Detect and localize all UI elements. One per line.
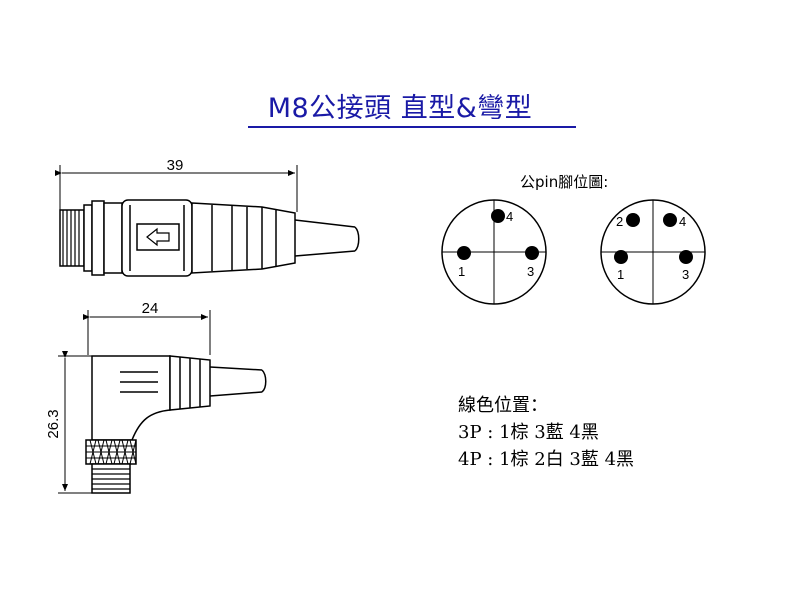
dimension-label-24: 24 [142,300,159,317]
pin-face-3p: 4 1 3 [441,199,547,305]
pin-4p-1 [614,250,628,264]
page-title: M8公接頭 直型&彎型 [267,93,533,124]
pin-3p-label-3: 3 [527,264,534,279]
pin-4p-4 [663,213,677,227]
dimension-label-39: 39 [167,157,184,174]
pin-4p-label-1: 1 [617,267,624,282]
pin-3p-3 [525,246,539,260]
pin-3p-1 [457,246,471,260]
pin-4p-label-3: 3 [682,267,689,282]
pin-3p-label-4: 4 [506,209,513,224]
wire-color-legend: 線色位置： 3P : 1棕 3藍 4黑 4P : 1棕 2白 3藍 4黑 [458,392,634,473]
pin-face-4p: 2 4 1 3 [600,199,706,305]
pin-4p-2 [626,213,640,227]
wire-color-row-4p: 4P : 1棕 2白 3藍 4黑 [458,449,635,470]
pin-3p-label-1: 1 [458,264,465,279]
dimension-label-26-3: 26.3 [45,409,62,438]
wire-color-row-3p: 3P : 1棕 3藍 4黑 [458,422,599,443]
angled-connector-drawing [58,310,267,494]
pin-4p-3 [679,250,693,264]
pin-4p-label-4: 4 [679,214,686,229]
title-underline [248,126,576,128]
straight-connector-drawing [55,165,360,277]
pin-3p-4 [491,209,505,223]
pin-diagram-heading: 公pin腳位圖: [520,173,608,191]
wire-color-heading: 線色位置： [458,395,548,416]
pin-4p-label-2: 2 [616,214,623,229]
